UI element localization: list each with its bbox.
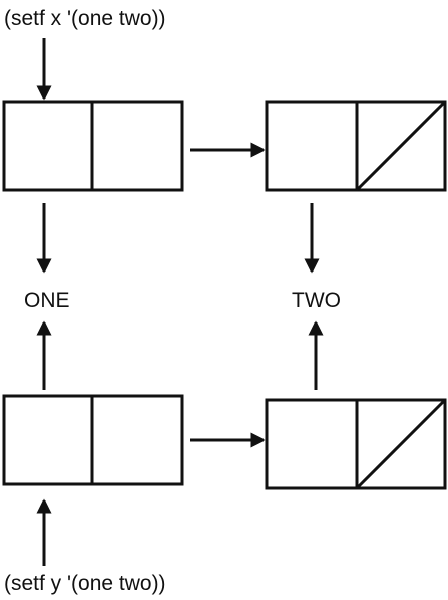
top-nil-slash <box>355 100 447 192</box>
bottom-cons-cell-1 <box>2 394 184 486</box>
bottom-cell-2-car <box>265 398 359 490</box>
bottom-expression-label: (setf y '(one two)) <box>4 572 166 595</box>
bottom-nil-slash <box>355 398 447 490</box>
bottom-cons-cell-2 <box>265 398 447 490</box>
top-cell-1-cdr <box>90 100 184 192</box>
top-cell-1-car <box>2 100 94 192</box>
top-cons-cell-1 <box>2 100 184 192</box>
atom-two-label: TWO <box>292 289 341 312</box>
top-expression-label: (setf x '(one two)) <box>4 7 166 30</box>
bottom-cell-1-car <box>2 394 94 486</box>
top-cons-cell-2 <box>265 100 447 192</box>
top-cell-2-car <box>265 100 359 192</box>
atom-one-label: ONE <box>24 289 70 312</box>
bottom-cell-1-cdr <box>90 394 184 486</box>
